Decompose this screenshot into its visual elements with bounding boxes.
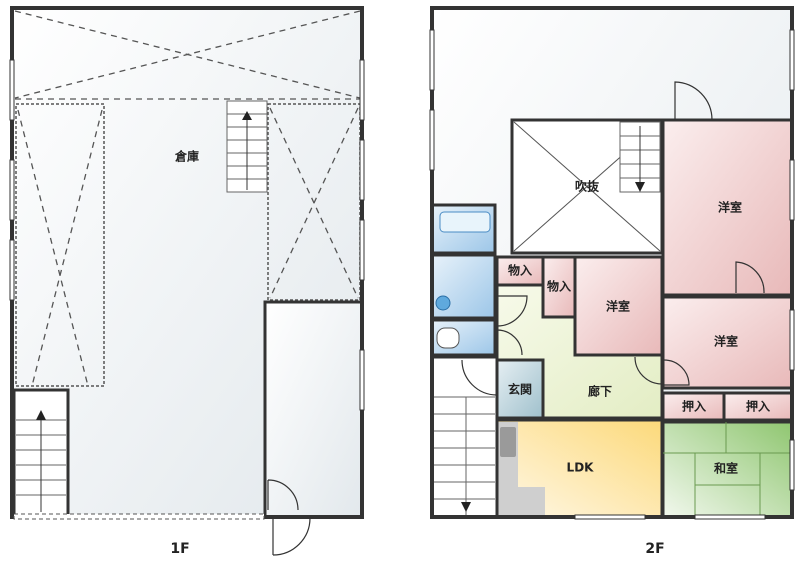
floor-label-1f: 1F	[170, 541, 189, 557]
room-label-closet-1: 物入	[508, 263, 532, 278]
door-icon[interactable]	[634, 356, 690, 386]
room-label-oshiire-2: 押入	[746, 399, 770, 414]
room-label-japanese: 和室	[713, 461, 738, 476]
door-icon[interactable]	[735, 261, 765, 294]
room-label-entrance: 玄関	[508, 382, 532, 397]
shutter	[13, 513, 265, 520]
sink-icon	[500, 427, 516, 457]
room-label-ldk: LDK	[567, 461, 595, 475]
stairs-down-icon	[434, 396, 495, 515]
room-label-storage: 倉庫	[174, 149, 199, 164]
room-label-oshiire-1: 押入	[682, 399, 706, 414]
floor-label-2f: 2F	[645, 541, 664, 557]
door-icon[interactable]	[461, 359, 498, 396]
western-room-1	[661, 118, 794, 297]
room-label-atrium: 吹抜	[575, 179, 600, 194]
bathtub-icon	[439, 211, 491, 233]
washbasin-icon	[435, 295, 451, 311]
room-label-hallway: 廊下	[588, 384, 612, 399]
side-room	[263, 300, 364, 519]
entrance-door-icon[interactable]	[272, 517, 311, 556]
room-label-western-1: 洋室	[718, 200, 742, 215]
room-label-western-3: 洋室	[714, 334, 738, 349]
stairs-down-icon	[619, 121, 661, 193]
door-icon[interactable]	[267, 479, 299, 511]
tatami-lines	[663, 422, 792, 517]
toilet-icon	[436, 327, 460, 349]
closet-1	[495, 255, 545, 287]
stairs-up-icon	[12, 388, 70, 519]
entrance	[495, 358, 545, 420]
floor-1f: 倉庫 1F	[9, 6, 365, 557]
japanese-room	[661, 420, 794, 519]
door-icon[interactable]	[674, 81, 713, 121]
door-icon[interactable]	[496, 295, 528, 356]
floor-2f: 吹抜 洋室 廊下 物入 物入 洋室 洋室 玄関 押入 押入	[429, 6, 795, 557]
room-label-closet-2: 物入	[547, 279, 571, 294]
stairs-up-icon	[226, 100, 268, 193]
room-label-western-2: 洋室	[606, 299, 630, 314]
closet-2	[541, 255, 577, 319]
western-room-2	[573, 255, 664, 357]
oshiire-2	[722, 391, 794, 422]
